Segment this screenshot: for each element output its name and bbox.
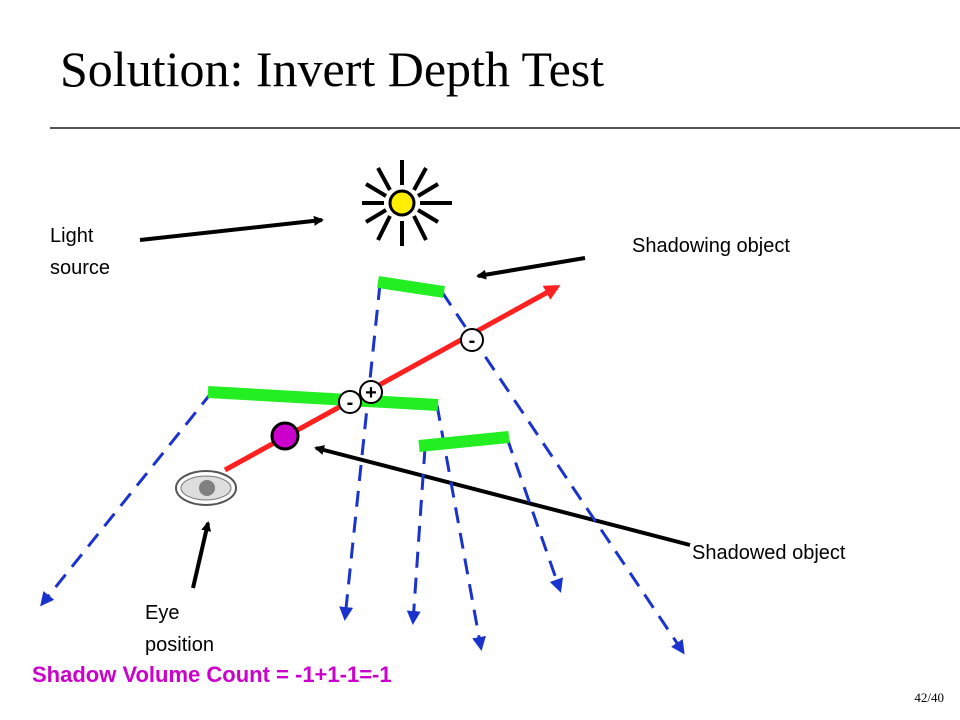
shadow-edge xyxy=(440,291,685,655)
page-number: 42/40 xyxy=(914,690,944,705)
shadow-edge xyxy=(40,391,214,607)
light-source-label: Light source xyxy=(50,225,111,279)
shadow-volume-count: Shadow Volume Count = -1+1-1=-1 xyxy=(32,662,392,687)
title-divider xyxy=(50,127,960,129)
eye-position-label: Eye position xyxy=(145,602,214,656)
counter-plus-text: + xyxy=(365,382,377,404)
counter-minus-near-text: - xyxy=(347,392,354,414)
shadowed-object-surface xyxy=(418,431,510,452)
occluder-surface xyxy=(207,386,439,411)
counter-minus-far: - xyxy=(460,328,484,352)
counter-minus-far-text: - xyxy=(469,330,476,352)
counter-plus: + xyxy=(359,380,383,404)
eye-position-pointer xyxy=(191,521,212,589)
sun-icon xyxy=(362,160,452,246)
page-title: Solution: Invert Depth Test xyxy=(60,41,605,97)
shadow-edge xyxy=(339,283,382,621)
shadowed-object-label: Shadowed object xyxy=(692,542,846,564)
shadow-edge xyxy=(406,447,427,625)
counter-minus-near: - xyxy=(338,390,362,414)
shadowing-object-pointer xyxy=(476,256,586,280)
shadowed-object-pointer xyxy=(314,445,691,547)
shadow-edge xyxy=(505,437,563,593)
shadowing-object-surface xyxy=(377,276,445,298)
shadowing-object-label: Shadowing object xyxy=(632,235,790,257)
eye-icon xyxy=(175,470,237,506)
shadowed-point-marker xyxy=(270,421,300,451)
light-source-pointer xyxy=(139,215,324,242)
